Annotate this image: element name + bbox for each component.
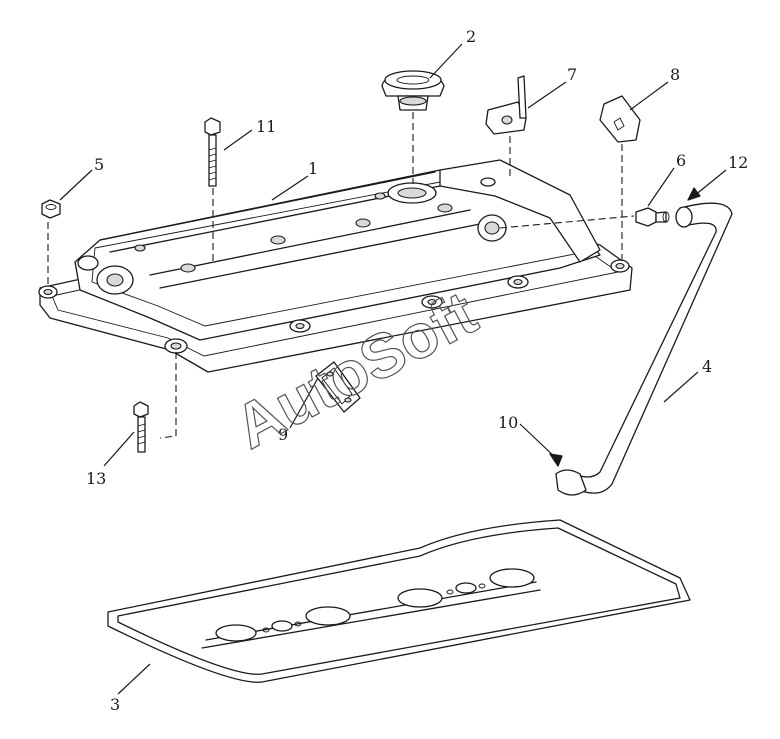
callout-3: 3 (110, 695, 120, 714)
callout-9: 9 (278, 425, 288, 444)
callout-5: 5 (94, 155, 104, 174)
callout-12: 12 (728, 153, 748, 172)
callout-10: 10 (498, 413, 518, 432)
callout-13: 13 (86, 469, 106, 488)
callout-labels: 2 7 8 11 6 12 5 1 4 10 9 13 3 (86, 27, 748, 714)
callout-7: 7 (567, 65, 577, 84)
callout-2: 2 (466, 27, 476, 46)
callout-1: 1 (308, 159, 318, 178)
pcv-fitting-6 (499, 207, 670, 229)
bracket-8 (599, 95, 641, 262)
callout-4: 4 (702, 357, 712, 376)
nut-5 (41, 199, 61, 286)
bracket-7 (485, 75, 527, 176)
callout-6: 6 (676, 151, 686, 170)
callout-8: 8 (670, 65, 680, 84)
callout-11: 11 (256, 117, 276, 136)
clip-9 (315, 361, 361, 413)
bolt-11 (204, 117, 221, 262)
cover-gasket (107, 519, 691, 683)
oil-filler-cap (381, 70, 445, 184)
bolt-13 (133, 352, 177, 453)
valve-cover (38, 159, 633, 373)
breather-hose (555, 202, 733, 496)
leader-lines (59, 43, 727, 695)
